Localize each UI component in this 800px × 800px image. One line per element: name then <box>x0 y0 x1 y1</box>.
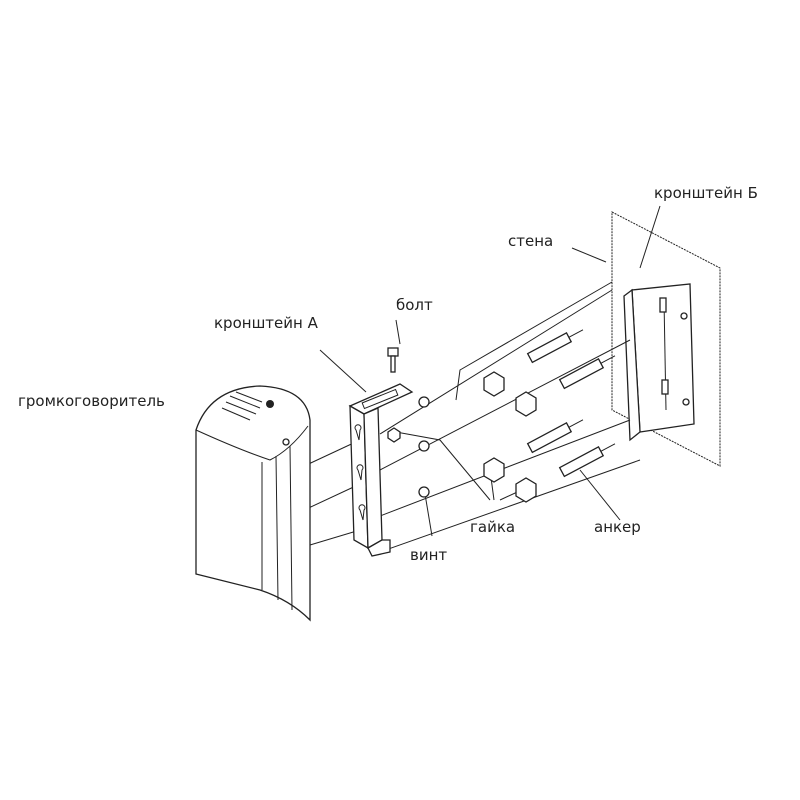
bolt <box>387 347 399 373</box>
bracket-a <box>348 383 414 557</box>
label-wall: стена <box>508 232 554 250</box>
label-bracket-a: кронштейн А <box>214 314 318 332</box>
nuts <box>387 371 537 503</box>
bracket-b <box>623 283 695 442</box>
label-anchor: анкер <box>594 518 641 536</box>
label-nut: гайка <box>470 518 516 536</box>
label-screw: винт <box>410 546 448 564</box>
label-speaker: громкоговоритель <box>18 392 165 410</box>
anchors <box>526 329 616 478</box>
label-bolt: болт <box>396 296 433 314</box>
wall <box>611 211 721 467</box>
screws <box>418 396 430 498</box>
label-bracket-b: кронштейн Б <box>654 184 758 202</box>
speaker <box>195 385 311 622</box>
